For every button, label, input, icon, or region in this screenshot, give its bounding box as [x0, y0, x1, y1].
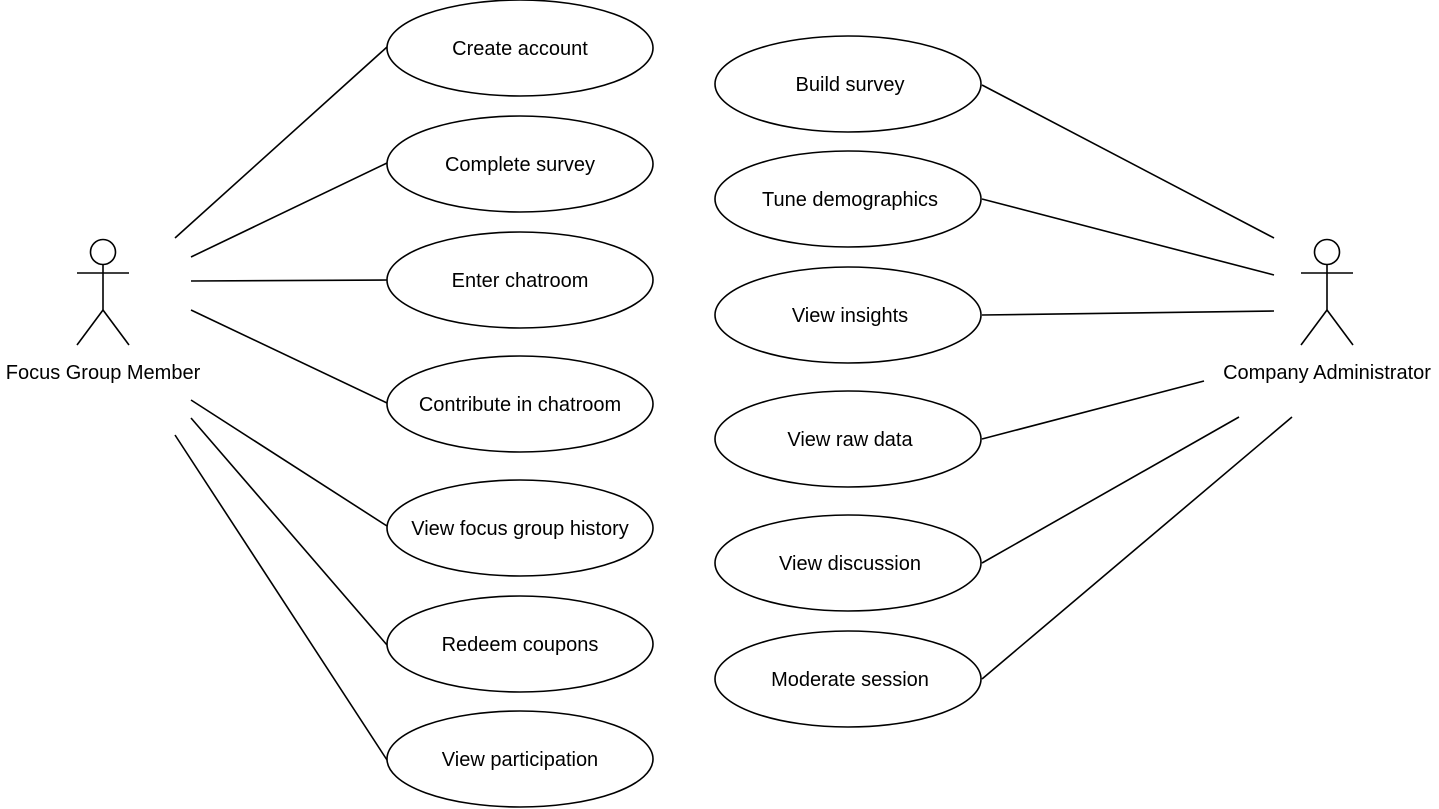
use-case-enter-chatroom[interactable]: Enter chatroom: [386, 231, 654, 329]
use-case-ellipse: [714, 630, 982, 728]
use-case-ellipse: [386, 479, 654, 577]
use-case-ellipse: [714, 390, 982, 488]
actor-focus-group-member[interactable]: Focus Group Member: [6, 238, 201, 385]
association-build-survey: [981, 84, 1275, 239]
use-case-view-raw-data[interactable]: View raw data: [714, 390, 982, 488]
use-case-ellipse: [714, 35, 982, 133]
use-case-label: View raw data: [787, 429, 913, 451]
actor-left-leg: [1300, 309, 1328, 346]
association-complete-survey: [190, 162, 388, 258]
use-case-label: Complete survey: [445, 154, 595, 176]
use-case-view-participation[interactable]: View participation: [386, 710, 654, 808]
actor-right-leg: [102, 309, 130, 346]
use-case-ellipse: [386, 355, 654, 453]
association-view-history: [190, 399, 388, 527]
association-contribute-chatroom: [190, 309, 388, 404]
use-case-view-discussion[interactable]: View discussion: [714, 514, 982, 612]
use-case-build-survey[interactable]: Build survey: [714, 35, 982, 133]
actor-label-focus-group-member: Focus Group Member: [6, 362, 201, 384]
association-enter-chatroom: [190, 279, 388, 282]
use-case-ellipse: [386, 710, 654, 808]
use-case-view-focus-group-history[interactable]: View focus group history: [386, 479, 654, 577]
association-view-insights: [981, 310, 1275, 316]
use-case-label: Tune demographics: [762, 189, 938, 211]
use-case-view-insights[interactable]: View insights: [714, 266, 982, 364]
use-case-contribute-in-chatroom[interactable]: Contribute in chatroom: [386, 355, 654, 453]
use-case-ellipse: [714, 266, 982, 364]
use-case-ellipse: [386, 595, 654, 693]
left-associations: [174, 46, 388, 761]
use-case-moderate-session[interactable]: Moderate session: [714, 630, 982, 728]
actor-head: [89, 238, 117, 266]
use-case-label: Redeem coupons: [442, 634, 599, 656]
use-case-ellipse: [386, 0, 654, 97]
use-case-label: Contribute in chatroom: [419, 394, 621, 416]
actor-company-administrator[interactable]: Company Administrator: [1223, 238, 1431, 385]
use-case-label: Create account: [452, 38, 588, 60]
use-case-complete-survey[interactable]: Complete survey: [386, 115, 654, 213]
use-case-ellipse: [714, 514, 982, 612]
use-case-ellipse: [386, 231, 654, 329]
use-case-label: Moderate session: [771, 669, 929, 691]
association-create-account: [174, 46, 388, 239]
use-case-redeem-coupons[interactable]: Redeem coupons: [386, 595, 654, 693]
association-tune-demographics: [981, 198, 1275, 276]
use-case-create-account[interactable]: Create account: [386, 0, 654, 97]
use-case-ellipse: [714, 150, 982, 248]
association-view-raw-data: [981, 380, 1205, 440]
use-case-ellipse: [386, 115, 654, 213]
use-case-tune-demographics[interactable]: Tune demographics: [714, 150, 982, 248]
association-redeem-coupons: [190, 417, 388, 646]
use-case-label: View participation: [442, 749, 598, 771]
actor-head: [1313, 238, 1341, 266]
association-view-participation: [174, 434, 388, 761]
use-case-label: View focus group history: [411, 518, 629, 540]
association-view-discussion: [981, 416, 1240, 564]
use-case-label: Build survey: [796, 74, 905, 96]
use-case-label: Enter chatroom: [452, 270, 589, 292]
use-case-label: View discussion: [779, 553, 921, 575]
actor-right-leg: [1326, 309, 1354, 346]
actor-left-leg: [76, 309, 104, 346]
actor-label-company-administrator: Company Administrator: [1223, 362, 1431, 384]
right-associations: [981, 84, 1293, 680]
use-case-label: View insights: [792, 305, 908, 327]
association-moderate-session: [981, 416, 1293, 680]
